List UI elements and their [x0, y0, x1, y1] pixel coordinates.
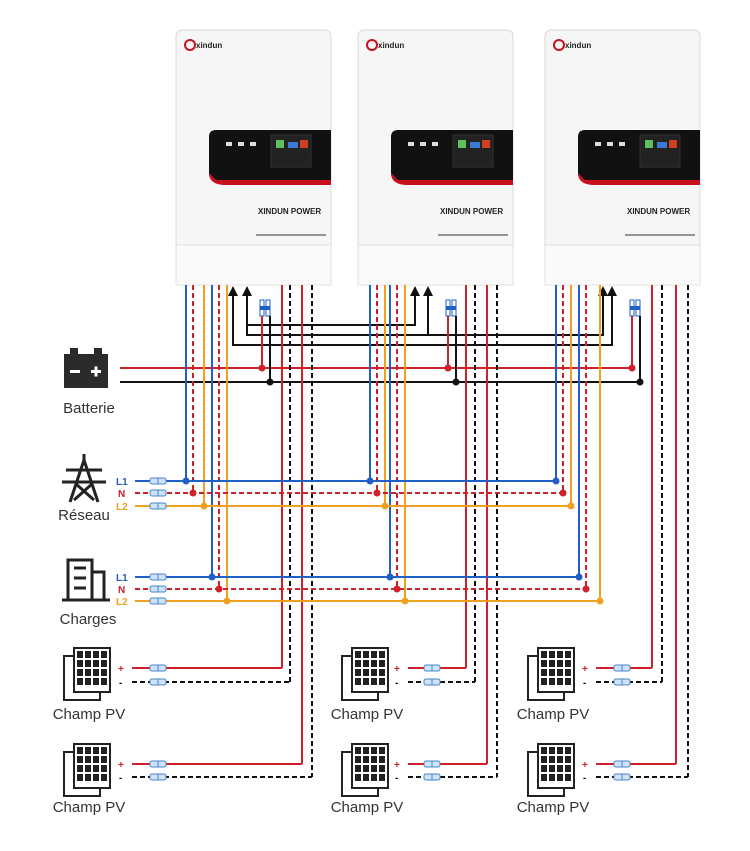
inverter-1-model: XINDUN POWER — [258, 207, 321, 216]
breaker-2 — [445, 299, 457, 317]
breaker-3 — [629, 299, 641, 317]
battery-junctions — [258, 364, 644, 386]
inverter-3-model: XINDUN POWER — [627, 207, 690, 216]
inverter-3-brand: xindun — [565, 41, 591, 50]
load-n-label: N — [118, 585, 125, 596]
svg-text:+: + — [582, 760, 588, 771]
inverter-2: xindun XINDUN POWER — [357, 29, 514, 286]
inverter-1-brand: xindun — [196, 41, 222, 50]
svg-text:-: - — [395, 678, 398, 689]
pv-array-icon — [341, 743, 389, 797]
pv-wires — [132, 667, 688, 778]
svg-text:+: + — [582, 664, 588, 675]
pv-label-6: Champ PV — [517, 799, 590, 816]
load-l2-label: L2 — [116, 597, 128, 608]
svg-text:+: + — [118, 760, 124, 771]
pv-label-4: Champ PV — [331, 799, 404, 816]
pv-polarity-marks: + - + - + - + - + - + - — [118, 664, 588, 784]
pv-array-icon — [63, 647, 111, 701]
svg-text:-: - — [583, 678, 586, 689]
pv-label-5: Champ PV — [517, 706, 590, 723]
inverter-3: xindun XINDUN POWER — [544, 29, 701, 286]
pv-array-icon — [527, 647, 575, 701]
svg-text:-: - — [119, 773, 122, 784]
load-junctions — [208, 573, 604, 605]
pv-array-icon — [63, 743, 111, 797]
pv-label-2: Champ PV — [53, 799, 126, 816]
pv-array-icon — [527, 743, 575, 797]
pv-label-1: Champ PV — [53, 706, 126, 723]
grid-junctions — [182, 477, 575, 510]
inverter-1: xindun XINDUN POWER — [175, 29, 332, 286]
svg-text:+: + — [394, 664, 400, 675]
svg-text:+: + — [394, 760, 400, 771]
pv-label-3: Champ PV — [331, 706, 404, 723]
grid-tower-icon — [62, 454, 106, 503]
grid-wires — [135, 480, 571, 507]
svg-text:-: - — [583, 773, 586, 784]
grid-n-label: N — [118, 489, 125, 500]
load-l1-label: L1 — [116, 573, 128, 584]
inverter-2-model: XINDUN POWER — [440, 207, 503, 216]
svg-text:-: - — [119, 678, 122, 689]
vertical-wires — [185, 285, 689, 777]
grid-l2-label: L2 — [116, 502, 128, 513]
svg-text:-: - — [395, 773, 398, 784]
building-icon — [62, 558, 110, 602]
loads-label: Charges — [60, 611, 117, 628]
grid-l1-label: L1 — [116, 477, 128, 488]
pv-array-icon — [341, 647, 389, 701]
battery-icon — [64, 348, 108, 388]
inverter-2-brand: xindun — [378, 41, 404, 50]
svg-text:+: + — [118, 664, 124, 675]
load-wires — [135, 576, 600, 602]
grid-label: Réseau — [58, 507, 110, 524]
bus-arrows — [228, 286, 617, 296]
breaker-1 — [259, 299, 271, 317]
battery-label: Batterie — [63, 400, 115, 417]
